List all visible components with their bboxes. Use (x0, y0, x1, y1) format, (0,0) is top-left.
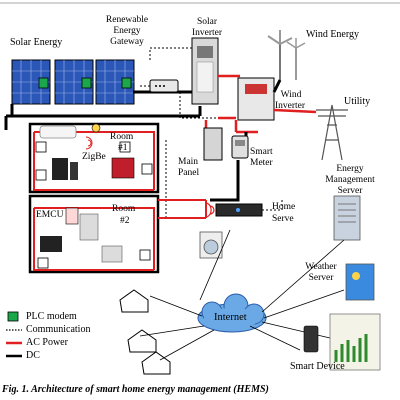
ems-label-line3: Server (337, 186, 363, 196)
wind-inverter-label-line1: Wind (280, 90, 302, 100)
outlet-icon (119, 141, 131, 153)
internet-label: Internet (214, 312, 247, 323)
smart-meter-icon (231, 135, 249, 159)
weather-server-label-line2: Server (308, 273, 334, 283)
house-icon (127, 329, 157, 353)
utility-label: Utility (344, 96, 371, 107)
main-panel-label-line1: Main (178, 157, 199, 167)
wind-inverter-label-line2: Inverter (274, 101, 306, 111)
wifi-icon (85, 136, 93, 150)
weather-server-label-line1: Weather (305, 262, 337, 272)
wind-turbine-icon (267, 30, 306, 80)
solar-inverter-icon (191, 37, 219, 105)
smart-meter-label-line1: Smart (250, 147, 273, 157)
emcu-device-icon (65, 207, 79, 225)
zigbee-label: ZigBe (82, 152, 106, 162)
smartphone-icon (303, 325, 319, 353)
room2-label-line1: Room (112, 204, 136, 214)
server-icon (333, 195, 361, 241)
home-serve-label-line2: Serve (272, 214, 294, 224)
room-2-box (28, 194, 160, 274)
outlet-icon (139, 249, 151, 261)
washing-machine-icon (199, 231, 223, 259)
plc-modem-icon (38, 77, 49, 89)
gateway-label-line1: Renewable (105, 15, 149, 25)
refrigerator-icon (79, 213, 99, 241)
solar-energy-label: Solar Energy (10, 37, 63, 48)
home-server-icon (215, 203, 263, 217)
light-bulb-icon (91, 123, 101, 133)
microwave-icon (111, 157, 135, 179)
wifi-icon (206, 202, 215, 218)
internet-cloud-icon (197, 293, 267, 333)
tv-icon (52, 158, 78, 180)
outlet-icon (35, 141, 47, 153)
house-icon (141, 351, 171, 375)
ems-label-line1: Energy (336, 164, 364, 174)
figure-caption: Fig. 1. Architecture of smart home energ… (2, 384, 269, 395)
tablet-chart-icon (329, 313, 381, 371)
room-1-box (28, 122, 160, 194)
outlet-icon (37, 257, 49, 269)
main-panel-label-line2: Panel (178, 168, 200, 178)
home-serve-label-line1: Home (272, 202, 296, 212)
plc-modem-icon (121, 77, 132, 89)
legend-label-plc: PLC modem (26, 311, 77, 322)
solar-inverter-label-line2: Inverter (191, 28, 223, 38)
gateway-label-line3: Gateway (110, 37, 144, 47)
computer-icon (101, 245, 123, 263)
emcu-label: EMCU (36, 210, 64, 220)
tv-icon (40, 236, 62, 252)
room2-label-line2: #2 (120, 216, 130, 226)
smart-device-label: Smart Device (290, 361, 345, 372)
ems-label-line2: Management (325, 175, 375, 185)
legend-label-ac: AC Power (26, 337, 68, 348)
solar-inverter-label-line1: Solar (196, 17, 218, 27)
outlet-icon (141, 163, 153, 175)
house-icon (119, 289, 149, 313)
utility-pylon-icon (316, 104, 348, 161)
main-panel-icon (203, 127, 223, 161)
air-conditioner-icon (39, 125, 77, 139)
plc-modem-icon (81, 77, 92, 89)
room1-label-line1: Room (110, 132, 134, 142)
gateway-label-line2: Energy (113, 26, 141, 36)
room1-label-line2: #1 (118, 143, 128, 153)
wind-energy-label: Wind Energy (306, 29, 360, 40)
smart-meter-label-line2: Meter (250, 158, 273, 168)
legend-swatch-plc (7, 311, 19, 322)
gateway-icon (149, 79, 179, 93)
weather-server-icon (345, 263, 375, 301)
wind-inverter-icon (237, 77, 282, 121)
legend-label-communication: Communication (26, 324, 91, 335)
outlet-icon (35, 169, 47, 181)
legend-label-dc: DC (26, 350, 40, 361)
